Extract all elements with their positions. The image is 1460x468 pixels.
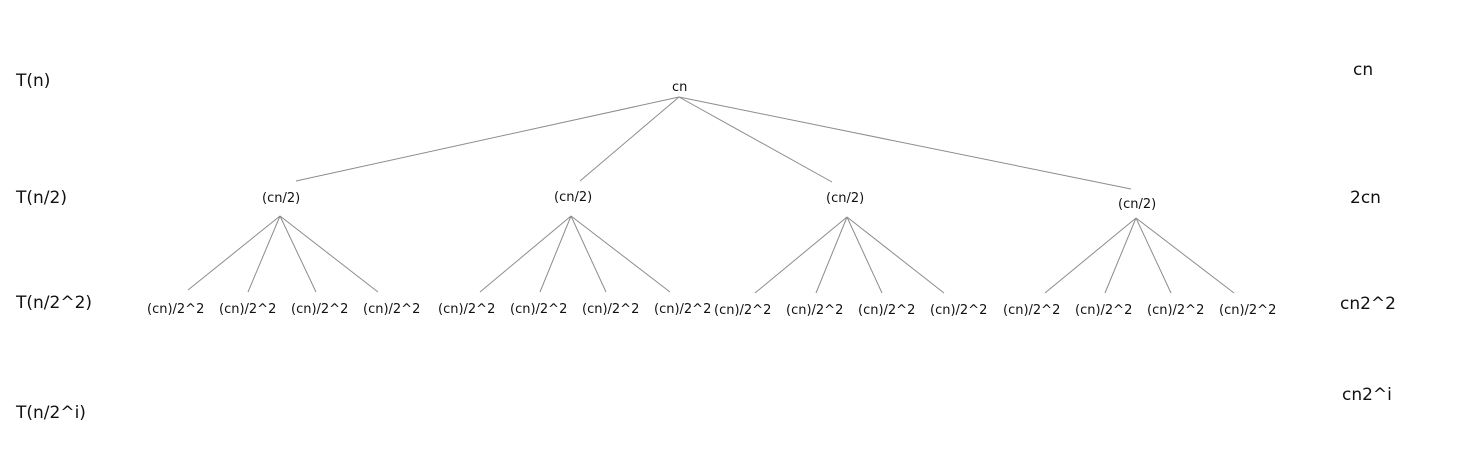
- tree-node-l2: (cn)/2^2: [858, 303, 916, 318]
- edge-root-l1-2: [678, 96, 833, 183]
- edge-l1-2-l2-10: [846, 216, 883, 294]
- edge-root-l1-1: [579, 96, 680, 182]
- tree-node-l2: (cn)/2^2: [219, 302, 277, 317]
- level-cost-0: cn: [1353, 60, 1374, 80]
- tree-node-l2: (cn)/2^2: [582, 302, 640, 317]
- tree-node-l1: (cn/2): [826, 191, 865, 206]
- edge-l1-3-l2-12: [1044, 217, 1137, 294]
- level-cost-2: cn2^2: [1340, 294, 1396, 314]
- tree-node-l2: (cn)/2^2: [291, 302, 349, 317]
- edge-l1-1-l2-6: [570, 215, 607, 293]
- level-label-2: T(n/2^2): [16, 293, 93, 313]
- edge-l1-1-l2-7: [570, 215, 671, 293]
- edge-l1-2-l2-11: [846, 216, 945, 294]
- edge-root-l1-3: [678, 96, 1132, 190]
- edge-l1-0-l2-1: [247, 215, 281, 293]
- tree-node-l2: (cn)/2^2: [1219, 303, 1277, 318]
- level-label-1: T(n/2): [16, 188, 67, 208]
- edge-l1-3-l2-15: [1135, 217, 1235, 294]
- tree-node-l1: (cn/2): [1118, 197, 1157, 212]
- level-label-3: T(n/2^i): [16, 403, 86, 423]
- level-cost-3: cn2^i: [1342, 385, 1392, 405]
- tree-node-l2: (cn)/2^2: [1147, 303, 1205, 318]
- tree-node-root: cn: [672, 80, 688, 95]
- edge-l1-2-l2-9: [815, 216, 848, 294]
- edge-l1-2-l2-8: [754, 216, 848, 294]
- edge-l1-0-l2-0: [187, 215, 281, 291]
- edge-root-l1-0: [295, 96, 680, 182]
- tree-node-l2: (cn)/2^2: [510, 302, 568, 317]
- tree-node-l2: (cn)/2^2: [147, 302, 205, 317]
- edge-l1-0-l2-2: [279, 215, 317, 293]
- edge-l1-1-l2-5: [539, 215, 572, 293]
- tree-node-l1: (cn/2): [262, 191, 301, 206]
- tree-node-l2: (cn)/2^2: [1003, 303, 1061, 318]
- tree-node-l2: (cn)/2^2: [363, 302, 421, 317]
- tree-node-l1: (cn/2): [554, 190, 593, 205]
- edge-l1-3-l2-14: [1135, 217, 1172, 294]
- tree-node-l2: (cn)/2^2: [930, 303, 988, 318]
- tree-node-l2: (cn)/2^2: [1075, 303, 1133, 318]
- level-cost-1: 2cn: [1350, 188, 1381, 208]
- edge-l1-3-l2-13: [1104, 217, 1137, 294]
- tree-node-l2: (cn)/2^2: [438, 302, 496, 317]
- tree-node-l2: (cn)/2^2: [714, 303, 772, 318]
- tree-node-l2: (cn)/2^2: [654, 302, 712, 317]
- tree-node-l2: (cn)/2^2: [786, 303, 844, 318]
- level-label-0: T(n): [16, 71, 51, 91]
- edge-l1-1-l2-4: [479, 215, 572, 293]
- edge-l1-0-l2-3: [279, 215, 379, 293]
